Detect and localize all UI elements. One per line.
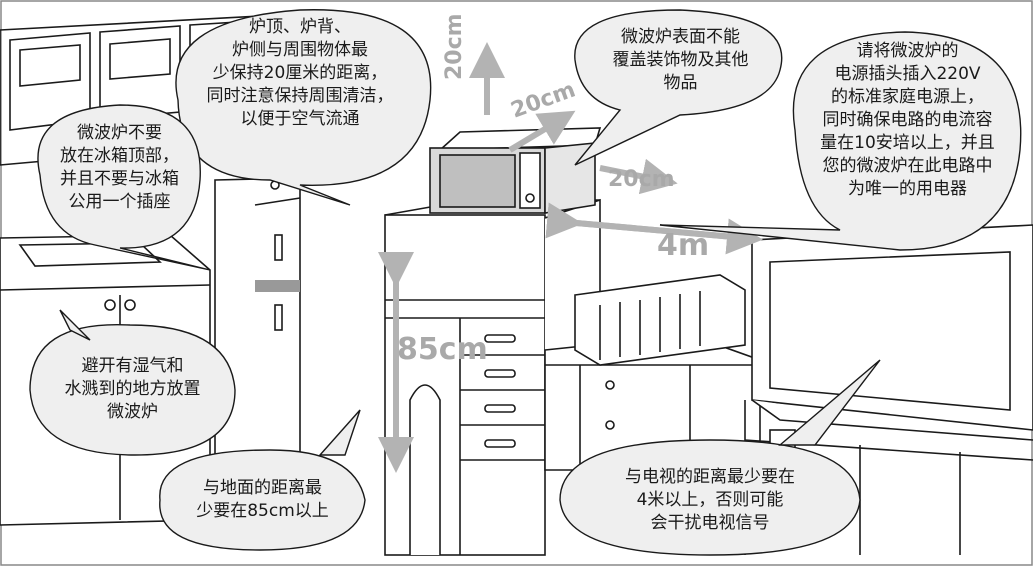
callout-humidity: 避开有湿气和 水溅到的地方放置 微波炉 bbox=[64, 356, 201, 422]
callout-top-clearance: 炉顶、炉背、 炉侧与周围物体最 少保持20厘米的距离， 同时注意保持周围清洁， … bbox=[206, 17, 394, 129]
microwave-oven bbox=[429, 127, 602, 214]
callout-fridge: 微波炉不要 放在冰箱顶部， 并且不要与冰箱 公用一个插座 bbox=[60, 123, 179, 212]
speech-bubbles bbox=[29, 9, 1022, 556]
measure-tv-distance: 4m bbox=[657, 228, 710, 263]
clearance-arrows bbox=[378, 42, 763, 473]
callout-power: 请将微波炉的 电源插头插入220V 的标准家庭电源上， 同时确保电路的电流容 量… bbox=[820, 41, 995, 199]
measure-top: 20cm bbox=[442, 13, 467, 80]
measure-side: 20cm bbox=[608, 167, 675, 192]
measure-height: 85cm bbox=[397, 332, 488, 367]
refrigerator bbox=[214, 177, 301, 491]
television bbox=[744, 224, 1033, 555]
dresser bbox=[544, 274, 761, 471]
callout-tv: 与电视的距离最少要在 4米以上，否则可能 会干扰电视信号 bbox=[625, 467, 795, 533]
callout-cover: 微波炉表面不能 覆盖装饰物及其他 物品 bbox=[612, 27, 749, 93]
callout-floor: 与地面的距离最 少要在85cm以上 bbox=[196, 478, 329, 521]
